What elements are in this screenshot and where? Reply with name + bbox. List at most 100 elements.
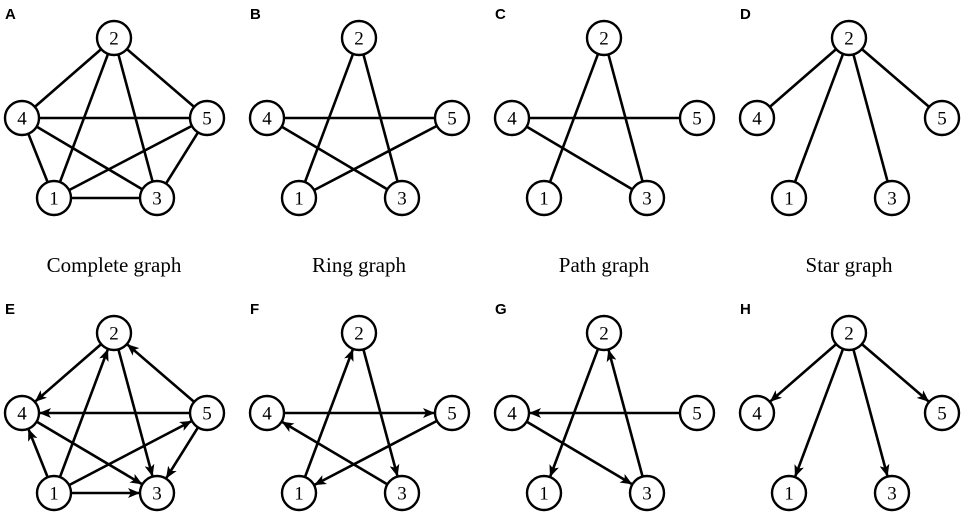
node-4 xyxy=(493,394,531,432)
node-4 xyxy=(738,394,776,432)
panel-letter: A xyxy=(5,6,16,23)
node-3 xyxy=(628,474,666,512)
node-label: 3 xyxy=(887,189,897,210)
graph-caption: Ring graph xyxy=(312,253,406,277)
node-label: 2 xyxy=(599,324,609,345)
node-label: 5 xyxy=(937,404,947,425)
node-4 xyxy=(248,99,286,137)
node-1 xyxy=(280,474,318,512)
graph-caption: Star graph xyxy=(806,253,893,277)
node-label: 2 xyxy=(844,29,854,50)
node-2 xyxy=(585,314,623,352)
node-label: 1 xyxy=(294,484,304,505)
node-3 xyxy=(138,474,176,512)
edge-2-1 xyxy=(793,53,845,183)
node-3 xyxy=(383,179,421,217)
edge-4-3 xyxy=(280,125,389,191)
arrow-2-3 xyxy=(852,349,890,477)
node-4 xyxy=(738,99,776,137)
node-label: 1 xyxy=(784,484,794,505)
node-label: 3 xyxy=(642,484,652,505)
node-label: 5 xyxy=(937,109,947,130)
node-5 xyxy=(923,99,961,137)
node-1 xyxy=(35,179,73,217)
node-label: 5 xyxy=(692,109,702,130)
panel-letter: B xyxy=(250,6,261,23)
node-label: 3 xyxy=(152,189,162,210)
node-label: 5 xyxy=(692,404,702,425)
edge-5-1 xyxy=(68,124,193,192)
node-label: 4 xyxy=(262,404,272,425)
node-label: 4 xyxy=(17,404,27,425)
node-1 xyxy=(525,474,563,512)
node-label: 3 xyxy=(642,189,652,210)
node-label: 2 xyxy=(354,324,364,345)
node-4 xyxy=(493,99,531,137)
node-label: 2 xyxy=(109,29,119,50)
node-3 xyxy=(873,179,911,217)
node-label: 3 xyxy=(152,484,162,505)
node-label: 1 xyxy=(294,189,304,210)
edge-4-3 xyxy=(525,125,634,191)
node-3 xyxy=(383,474,421,512)
panel-letter: D xyxy=(740,6,751,23)
node-2 xyxy=(830,314,868,352)
node-5 xyxy=(433,99,471,137)
node-label: 1 xyxy=(539,484,549,505)
node-label: 2 xyxy=(599,29,609,50)
node-2 xyxy=(340,19,378,57)
node-label: 5 xyxy=(447,404,457,425)
node-2 xyxy=(340,314,378,352)
node-label: 3 xyxy=(397,189,407,210)
panel-letter: E xyxy=(5,301,15,318)
arrow-2-5 xyxy=(861,343,930,403)
node-label: 1 xyxy=(539,189,549,210)
edge-5-1 xyxy=(313,124,438,192)
node-label: 3 xyxy=(397,484,407,505)
graph-caption: Complete graph xyxy=(47,253,182,277)
graph-caption: Path graph xyxy=(559,253,650,277)
edge-5-3 xyxy=(164,131,200,185)
node-label: 1 xyxy=(784,189,794,210)
node-label: 5 xyxy=(202,109,212,130)
node-5 xyxy=(923,394,961,432)
arrow-2-1 xyxy=(794,348,845,478)
node-4 xyxy=(3,99,41,137)
edge-2-4 xyxy=(33,48,103,108)
edge-4-3 xyxy=(35,125,144,191)
node-label: 2 xyxy=(354,29,364,50)
edge-2-3 xyxy=(852,54,889,182)
arrow-4-3 xyxy=(525,420,633,485)
node-label: 2 xyxy=(844,324,854,345)
node-4 xyxy=(248,394,286,432)
panel-letter: C xyxy=(495,6,506,23)
node-label: 4 xyxy=(752,404,762,425)
node-label: 5 xyxy=(447,109,457,130)
node-3 xyxy=(873,474,911,512)
node-2 xyxy=(585,19,623,57)
node-2 xyxy=(95,19,133,57)
node-5 xyxy=(433,394,471,432)
panel-letter: G xyxy=(495,301,507,318)
node-4 xyxy=(3,394,41,432)
node-label: 2 xyxy=(109,324,119,345)
arrow-5-1 xyxy=(314,419,438,486)
edge-2-5 xyxy=(861,48,930,108)
arrow-2-4 xyxy=(769,343,838,403)
arrow-2-4 xyxy=(34,343,103,403)
node-3 xyxy=(628,179,666,217)
node-2 xyxy=(95,314,133,352)
arrow-1-5 xyxy=(68,420,192,487)
node-5 xyxy=(188,394,226,432)
panel-letter: H xyxy=(740,301,751,318)
node-1 xyxy=(770,179,808,217)
node-label: 4 xyxy=(752,109,762,130)
arrow-3-4 xyxy=(281,421,389,486)
